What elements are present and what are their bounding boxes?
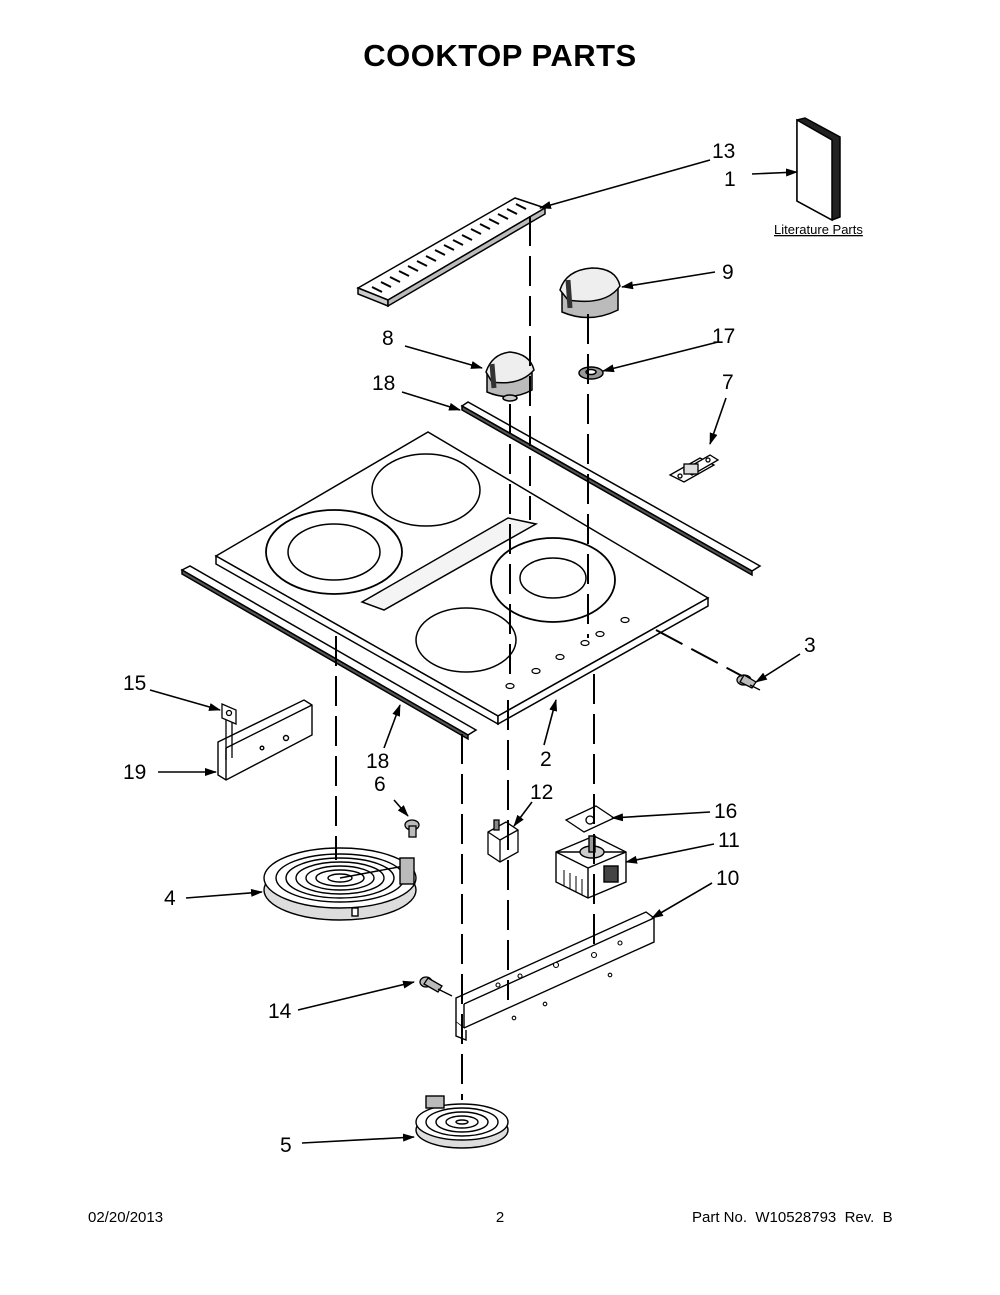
screw-small-icon	[404, 819, 420, 838]
bracket-clip-icon	[668, 454, 720, 483]
callout-5: 5	[280, 1134, 292, 1157]
callout-14: 14	[268, 1000, 292, 1023]
callout-8: 8	[382, 327, 394, 350]
side-bracket-icon	[217, 699, 313, 781]
mounting-screw-icon	[419, 976, 453, 997]
callout-6: 6	[374, 773, 386, 796]
callout-1: 1	[724, 168, 736, 191]
callout-9: 9	[722, 261, 734, 284]
infinite-switch-icon	[555, 835, 627, 899]
switch-icon	[487, 819, 519, 863]
callout-3: 3	[804, 634, 816, 657]
leader-arrows	[149, 159, 801, 1144]
literature-parts-label: Literature Parts	[774, 222, 863, 237]
footer-date: 02/20/2013	[88, 1209, 164, 1226]
footer-part-number: Part No. W10528793 Rev. B	[692, 1209, 893, 1226]
control-bracket-icon	[455, 911, 655, 1042]
callout-2: 2	[540, 748, 552, 771]
callout-labels: 13 1 9 8 17 18 7 3 15 19 18 2 6 12 16 11…	[123, 140, 863, 1157]
alignment-dashed-lines	[335, 216, 743, 1100]
small-radiant-element-icon	[415, 1095, 509, 1149]
footer-page-number: 2	[495, 1209, 505, 1226]
callout-7: 7	[722, 371, 734, 394]
large-knob-icon	[559, 267, 621, 319]
callout-11: 11	[718, 829, 740, 852]
clip-icon	[221, 703, 237, 760]
small-knob-icon	[485, 351, 535, 402]
callout-4: 4	[164, 887, 176, 910]
callout-10: 10	[716, 867, 739, 890]
glass-cooktop-icon	[214, 431, 710, 726]
callout-12: 12	[530, 781, 553, 804]
trim-strip-bottom-icon	[180, 565, 478, 741]
callout-17: 17	[712, 325, 735, 348]
literature-booklet-icon	[796, 117, 841, 222]
trim-strip-top-icon	[460, 401, 762, 577]
callout-18-bottom: 18	[366, 750, 389, 773]
callout-19: 19	[123, 761, 146, 784]
callout-15: 15	[123, 672, 146, 695]
washer-icon	[578, 366, 604, 380]
callout-16: 16	[714, 800, 737, 823]
insulation-plate-icon	[564, 805, 616, 833]
page-title: COOKTOP PARTS	[363, 38, 637, 73]
callout-18-top: 18	[372, 372, 395, 395]
callout-13: 13	[712, 140, 735, 163]
vent-grille-icon	[356, 197, 547, 308]
large-radiant-element-icon	[263, 847, 417, 921]
screw-icon	[736, 674, 761, 691]
